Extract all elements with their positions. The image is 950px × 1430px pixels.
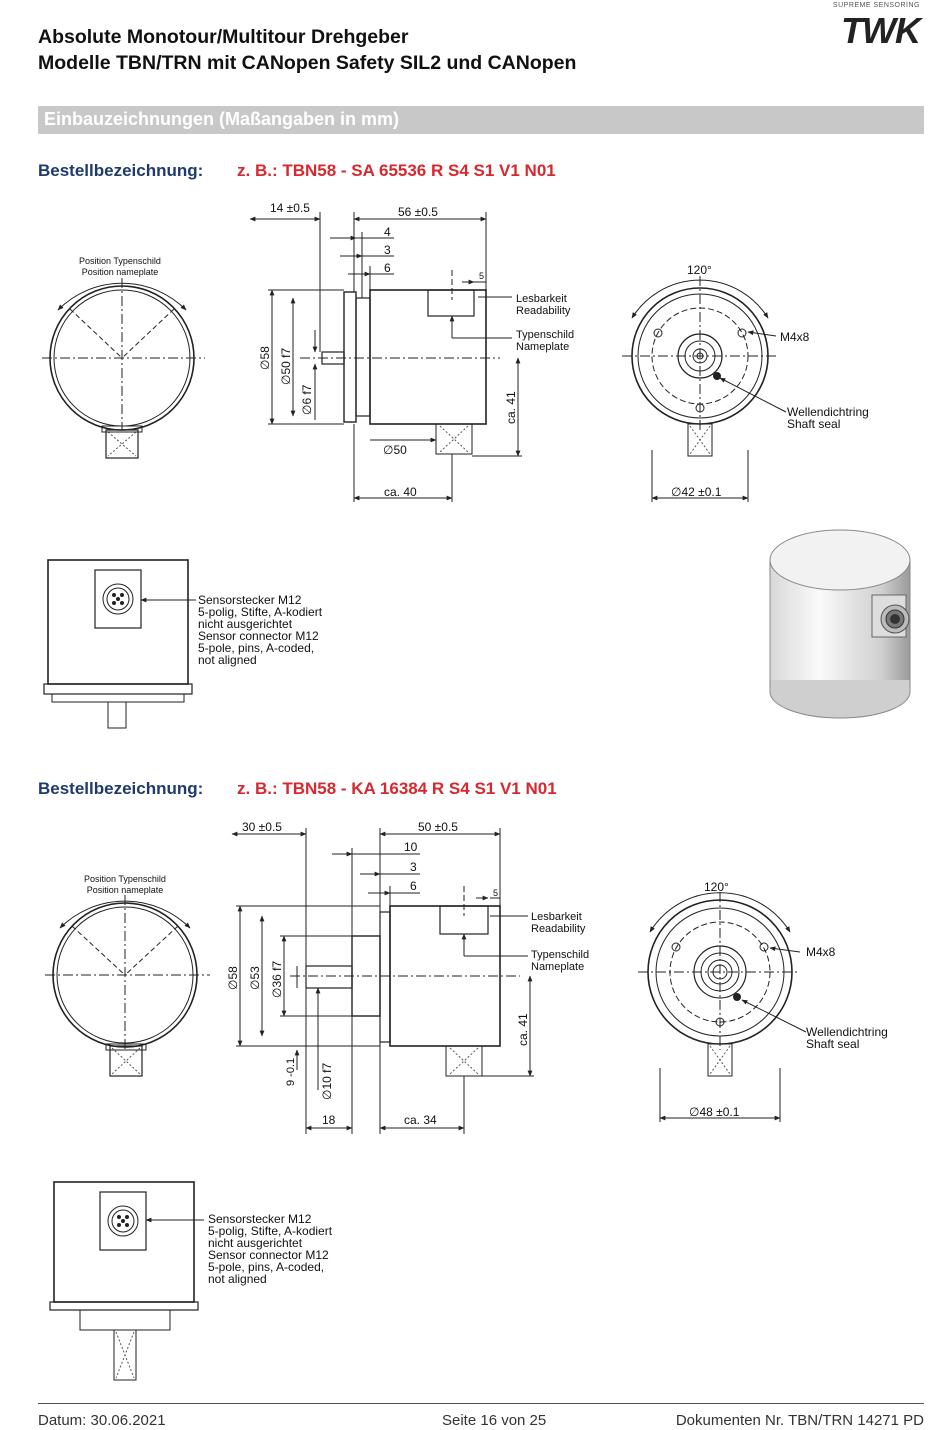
readability-1: Readability [516,305,571,317]
ca41-label-2: ca. 41 [516,1013,530,1046]
order-label-1: Bestellbezeichnung: [38,161,204,180]
connector-view-1 [43,559,196,729]
banner-text: Einbauzeichnungen (Maßangaben in mm) [44,109,400,129]
typenschild-1: Typenschild [516,329,574,341]
rear-view-1 [622,276,787,502]
dia-58-label: ∅58 [258,346,272,370]
typenschild-2: Typenschild [531,949,589,961]
connector-2-l3: nicht ausgerichtet [208,1236,303,1250]
footer-date: Datum: 30.06.2021 [38,1412,166,1429]
side-view-2 [231,828,534,1134]
nameplate-2: Nameplate [531,961,584,973]
connector-1-l6: not aligned [198,653,257,667]
dia-58-label-2: ∅58 [226,966,240,990]
shaft-seal-de-1: Wellendichtring [787,405,869,419]
footer-divider [38,1403,924,1404]
twk-logo: SUPREME SENSORING TWK [790,2,921,51]
connector-1-l3: nicht ausgerichtet [198,617,293,631]
connector-1-l1: Sensorstecker M12 [198,593,302,607]
dim-5-label-2: 5 [493,888,498,898]
shaft-seal-en-2: Shaft seal [806,1037,859,1051]
shaft-seal-en-1: Shaft seal [787,417,840,431]
dim-14-label: 14 ±0.5 [270,201,310,215]
connector-2-l5: 5-pole, pins, A-coded, [208,1260,324,1274]
ca34-label: ca. 34 [404,1113,437,1127]
nameplate-pos-label-1a: Position Typenschild [79,256,161,266]
title-line-2: Modelle TBN/TRN mit CANopen Safety SIL2 … [38,52,577,74]
dim-4-label: 4 [384,225,391,239]
title-line-1: Absolute Monotour/Multitour Drehgeber [38,26,409,48]
connector-2-l6: not aligned [208,1272,267,1286]
dim-5-label: 5 [479,271,484,281]
ca40-label: ca. 40 [384,485,417,499]
footer-page: Seite 16 von 25 [442,1412,547,1429]
dia-10f7-label: ∅10 f7 [320,1063,334,1100]
dim-10-label: 10 [404,840,418,854]
lesbarkeit-2: Lesbarkeit [531,911,582,923]
connector-2-l1: Sensorstecker M12 [208,1212,312,1226]
m4x8-label-2: M4x8 [806,945,836,959]
front-view-2 [45,895,210,1077]
shaft-seal-de-2: Wellendichtring [806,1025,888,1039]
dia-42-label: ∅42 ±0.1 [671,485,722,499]
dim-50-label: 50 ±0.5 [418,820,458,834]
dia-50f7-label: ∅50 f7 [279,348,293,385]
dia-36f7-label: ∅36 f7 [270,961,284,998]
side-view-1 [249,212,522,502]
encoder-3d-render [769,529,911,719]
logo-tagline: SUPREME SENSORING [832,2,920,9]
m4x8-label-1: M4x8 [780,330,810,344]
connector-1-l2: 5-polig, Stifte, A-kodiert [198,605,323,619]
nameplate-pos-label-2a: Position Typenschild [84,874,166,884]
readability-2: Readability [531,923,586,935]
dia-50-label: ∅50 [383,443,407,457]
angle-label-1: 120° [687,263,712,277]
nameplate-pos-label-1b: Position nameplate [82,267,159,277]
footer-docnr: Dokumenten Nr. TBN/TRN 14271 PD [675,1412,924,1429]
rear-view-2 [638,892,807,1122]
connector-view-2 [49,1181,204,1381]
lesbarkeit-1: Lesbarkeit [516,293,567,305]
order-value-1: z. B.: TBN58 - SA 65536 R S4 S1 V1 N01 [237,161,556,180]
order-value-2: z. B.: TBN58 - KA 16384 R S4 S1 V1 N01 [237,779,557,798]
dia-48-label: ∅48 ±0.1 [689,1105,740,1119]
ca41-label-1: ca. 41 [504,391,518,424]
dim-3-label: 3 [384,243,391,257]
dia-53-label: ∅53 [248,966,262,990]
dia-6f7-label: ∅6 f7 [300,384,314,415]
logo-wordmark: TWK [841,10,921,51]
angle-label-2: 120° [704,880,729,894]
connector-2-l4: Sensor connector M12 [208,1248,329,1262]
dim-6-label: 6 [384,261,391,275]
dim-56-label: 56 ±0.5 [398,205,438,219]
dim-6-label-2: 6 [410,879,417,893]
connector-1-l4: Sensor connector M12 [198,629,319,643]
dim-18-label: 18 [322,1113,336,1127]
connector-2-l2: 5-polig, Stifte, A-kodiert [208,1224,333,1238]
front-view-1 [42,278,205,459]
nameplate-1: Nameplate [516,341,569,353]
dim-3-label-2: 3 [410,860,417,874]
order-label-2: Bestellbezeichnung: [38,779,204,798]
nameplate-pos-label-2b: Position nameplate [87,885,164,895]
dim-30-label: 30 ±0.5 [242,820,282,834]
connector-1-l5: 5-pole, pins, A-coded, [198,641,314,655]
section-banner: Einbauzeichnungen (Maßangaben in mm) [38,106,924,134]
dim-9-label: 9 -0.1 [285,1058,297,1086]
